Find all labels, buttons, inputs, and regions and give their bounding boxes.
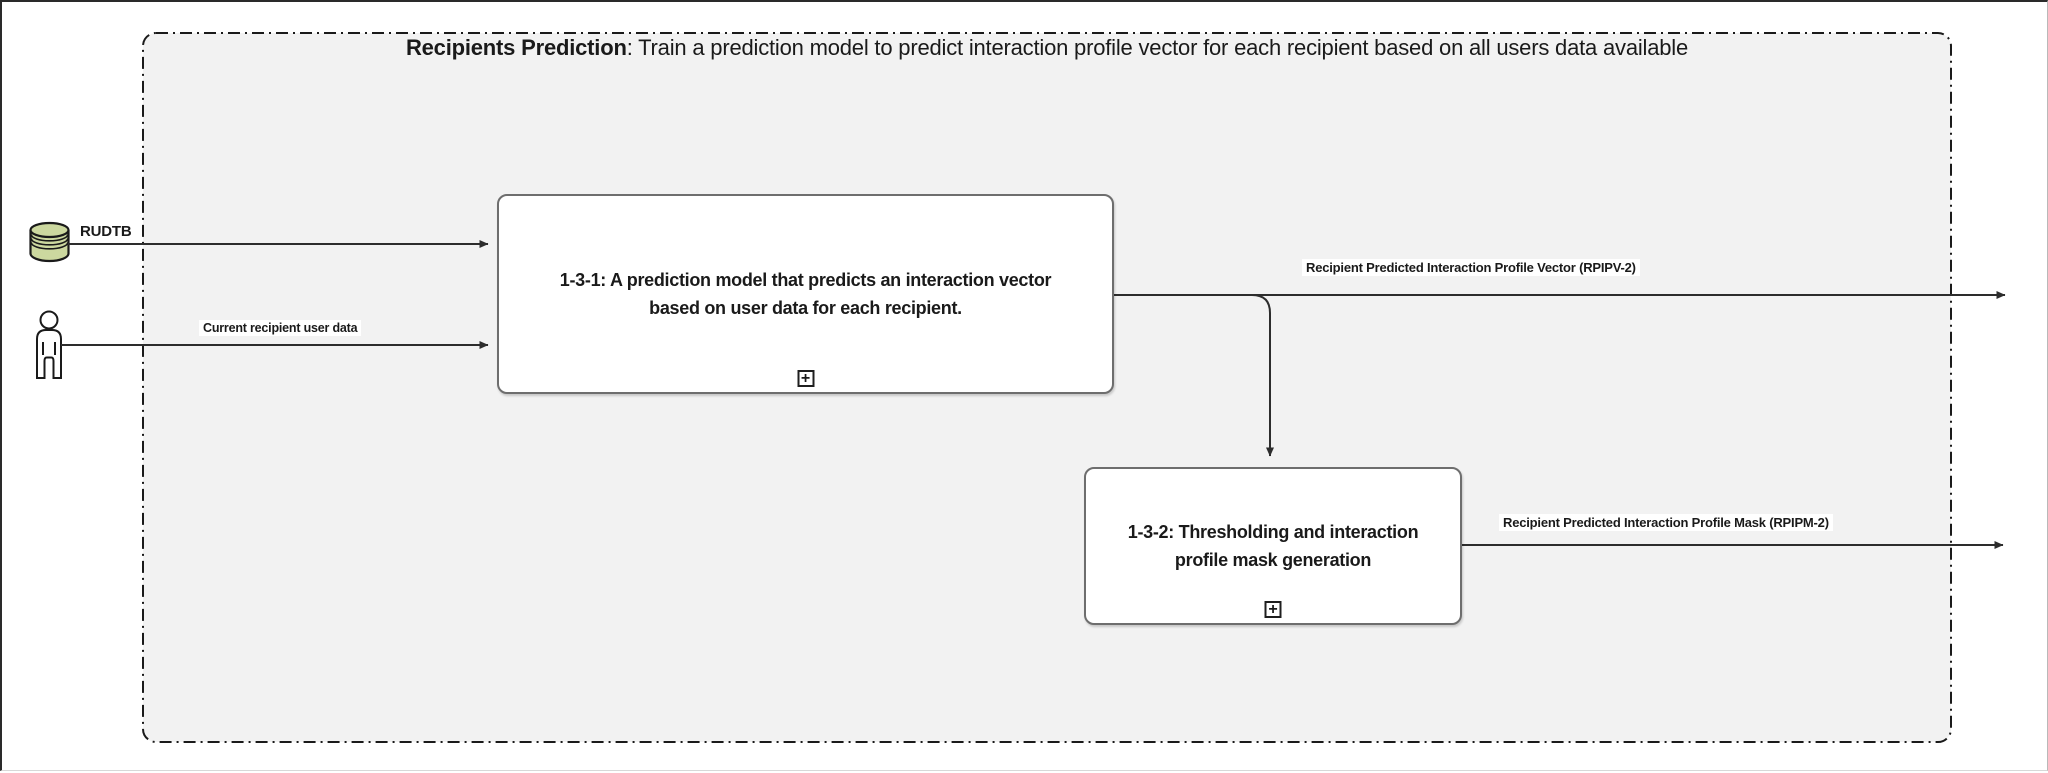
process-1-3-2-text-line2: profile mask generation xyxy=(1174,550,1372,570)
process-1-3-1-text: 1-3-1: A prediction model that predicts … xyxy=(559,266,1052,322)
person-icon xyxy=(36,310,62,379)
rpipv-output-label: Recipient Predicted Interaction Profile … xyxy=(1302,259,1640,276)
process-1-3-1-text-line2: based on user data for each recipient. xyxy=(649,298,962,318)
process-box-1-3-2[interactable]: 1-3-2: Thresholding and interaction prof… xyxy=(1084,467,1462,625)
group-title: Recipients Prediction: Train a predictio… xyxy=(143,35,1951,61)
expand-icon[interactable]: + xyxy=(797,370,814,387)
rpipm-output-label: Recipient Predicted Interaction Profile … xyxy=(1499,514,1833,531)
database-label: RUDTB xyxy=(80,223,132,240)
process-1-3-2-text-line1: 1-3-2: Thresholding and interaction xyxy=(1127,522,1419,542)
process-box-1-3-1[interactable]: 1-3-1: A prediction model that predicts … xyxy=(497,194,1114,394)
database-icon xyxy=(29,221,70,263)
expand-icon[interactable]: + xyxy=(1264,601,1282,618)
process-1-3-1-text-line1: 1-3-1: A prediction model that predicts … xyxy=(559,270,1052,290)
group-title-rest: : Train a prediction model to predict in… xyxy=(626,35,1689,60)
group-title-bold: Recipients Prediction xyxy=(405,35,627,60)
process-1-3-2-text: 1-3-2: Thresholding and interaction prof… xyxy=(1128,518,1419,574)
flow-1-3-1-to-1-3-2 xyxy=(1251,294,1274,457)
user-data-flow-label: Current recipient user data xyxy=(199,320,362,336)
